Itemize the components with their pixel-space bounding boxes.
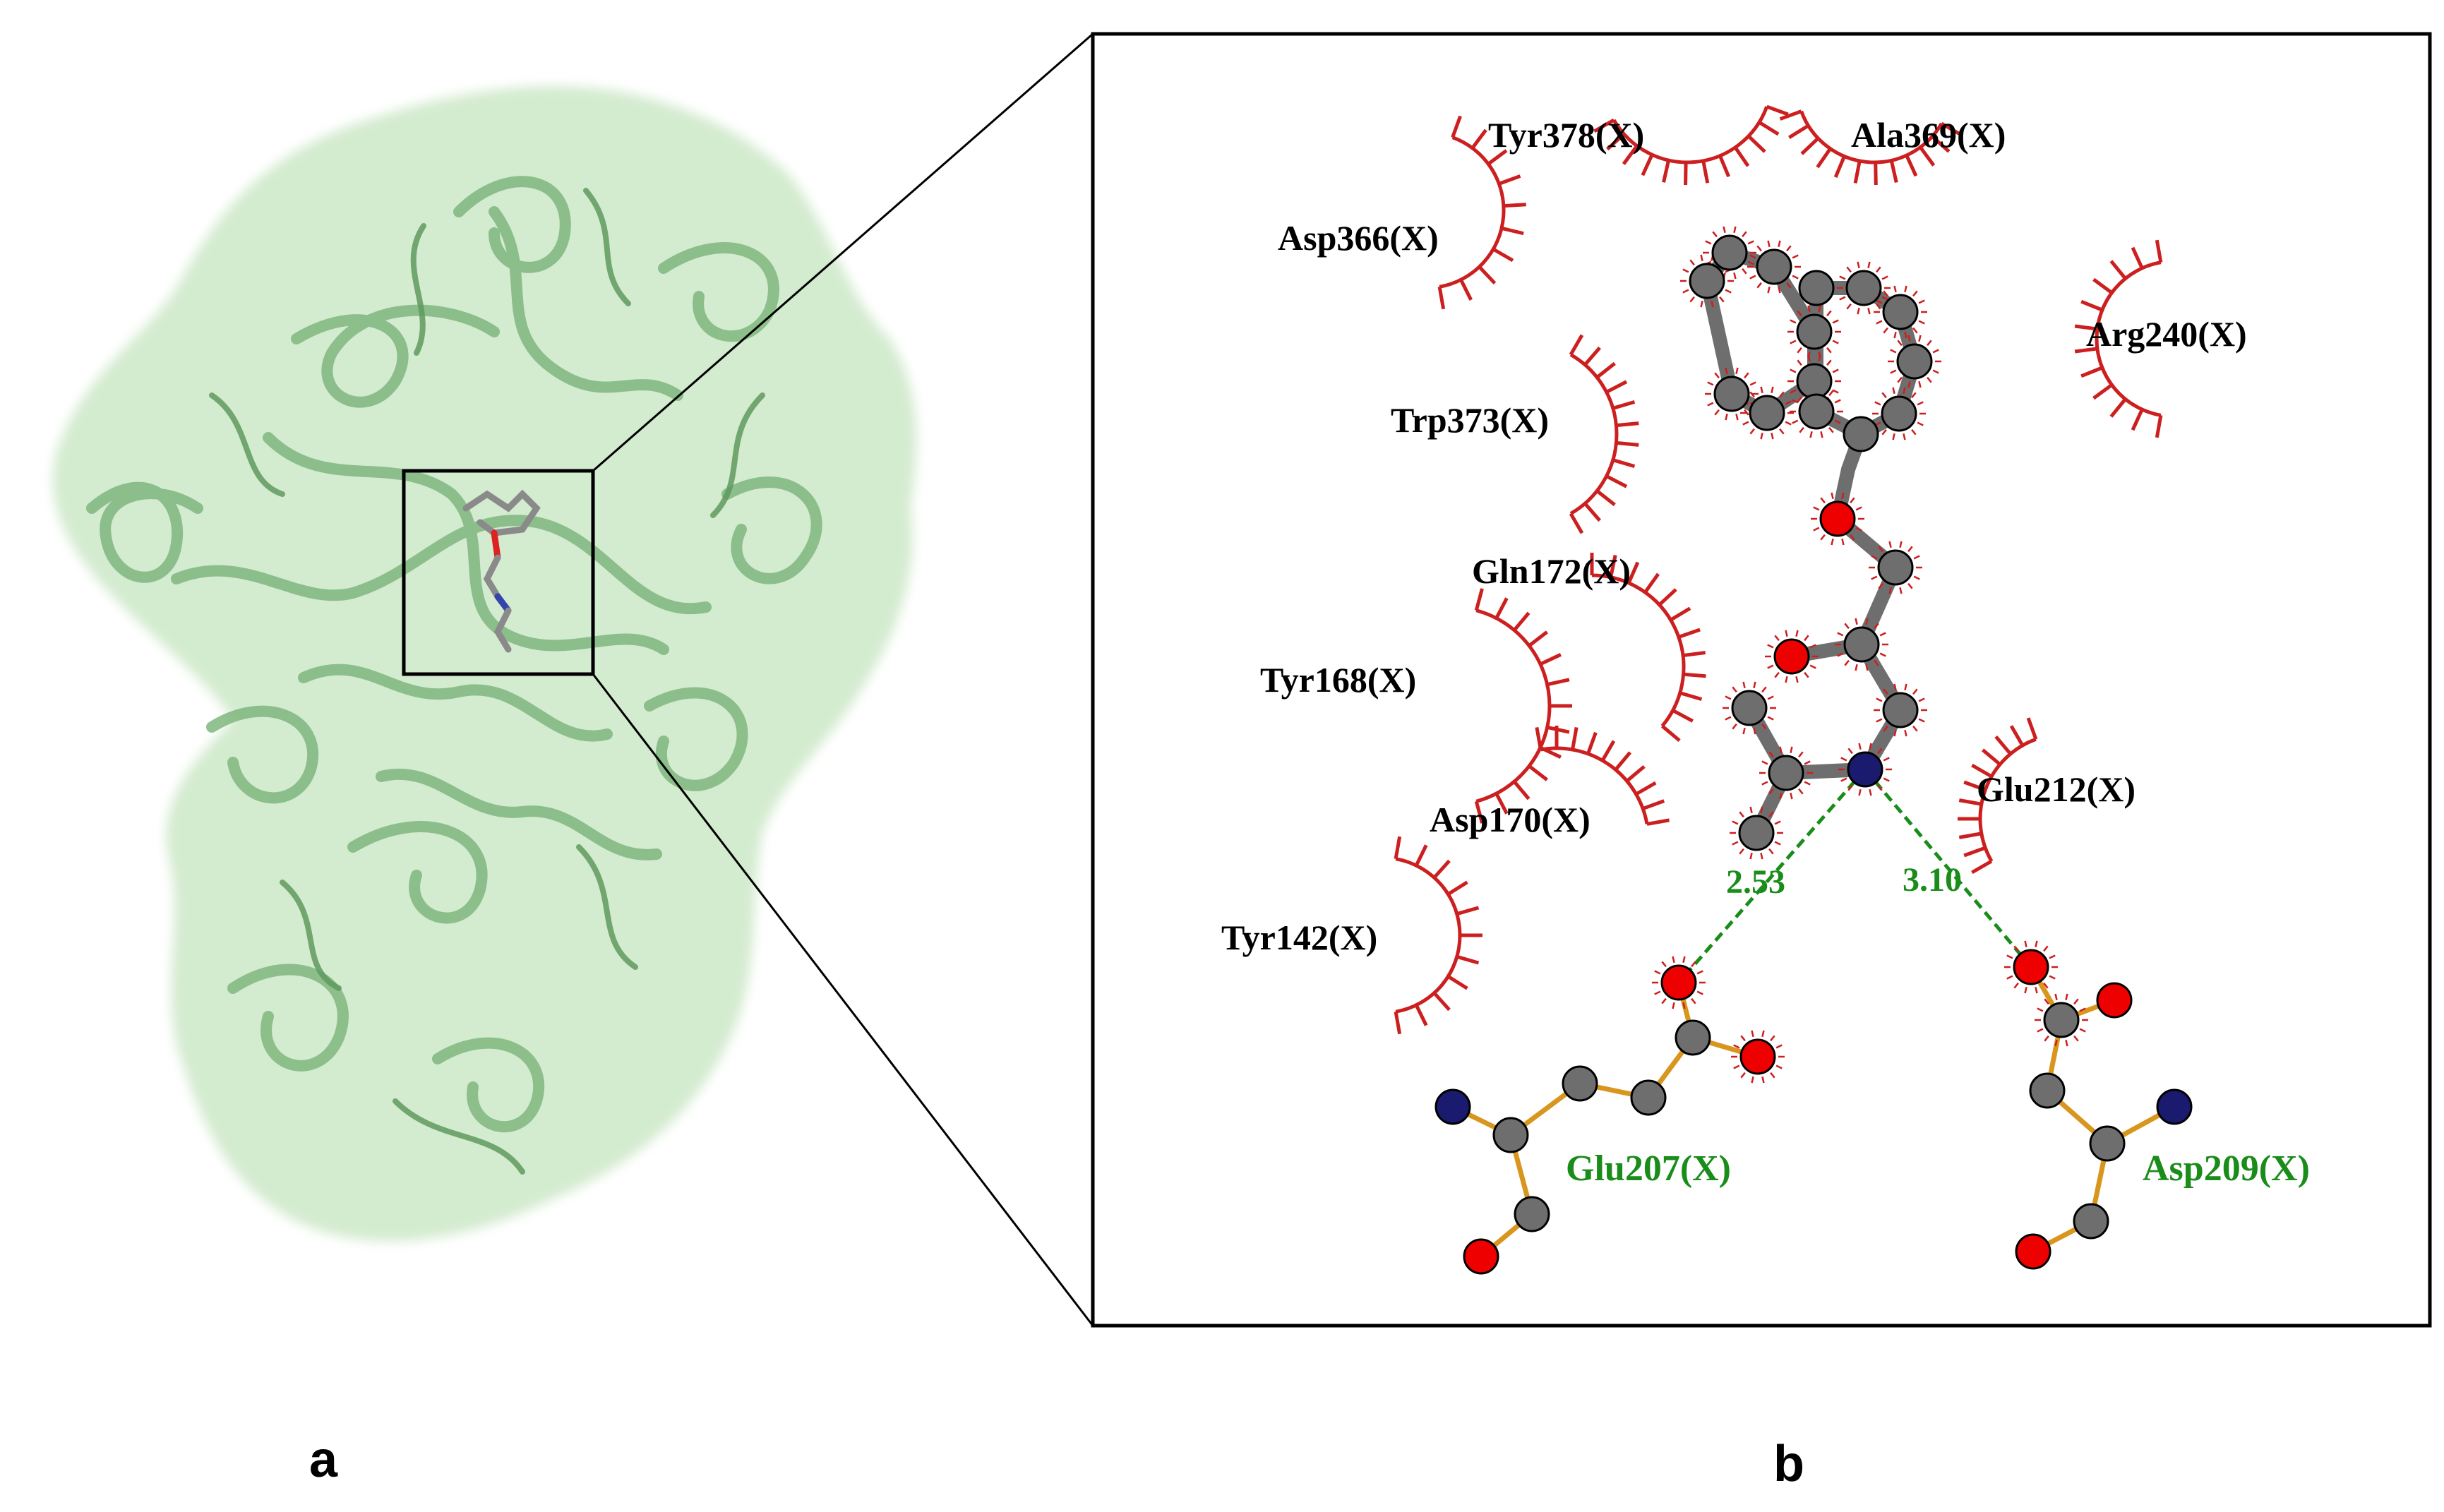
carbon-atom xyxy=(1882,692,1919,728)
residue-label-tyr378: Tyr378(X) xyxy=(1488,115,1644,155)
carbon-atom xyxy=(1798,393,1835,430)
protein-structure xyxy=(52,86,917,1242)
hbond-asp209 xyxy=(1864,768,2032,968)
atom-tick-ring xyxy=(1723,681,1776,735)
carbon-atom xyxy=(1713,376,1750,412)
residue-label-ala369: Ala369(X) xyxy=(1851,115,2006,155)
carbon-atom xyxy=(2073,1203,2109,1240)
atom-tick-ring xyxy=(1759,746,1813,800)
residue-label-asp366: Asp366(X) xyxy=(1278,218,1439,258)
carbon-atom xyxy=(1768,755,1804,791)
nitrogen-atom xyxy=(2156,1088,2193,1125)
carbon-atom xyxy=(1756,248,1792,285)
oxygen-atom xyxy=(1660,964,1697,1001)
hydrophobic-arc-tyr378 xyxy=(1593,104,1789,186)
carbon-atom xyxy=(1843,626,1880,663)
carbon-atom xyxy=(1749,395,1785,431)
carbon-atom xyxy=(1562,1065,1598,1102)
zoom-line-bottom xyxy=(592,673,1094,1326)
hydrophobic-arc-gln172 xyxy=(1590,553,1706,743)
atom-tick-ring xyxy=(1730,806,1783,860)
hydrophobic-arc-asp170 xyxy=(1535,726,1670,826)
oxygen-atom xyxy=(1819,500,1856,537)
residue-label-trp373: Trp373(X) xyxy=(1391,400,1549,440)
oxygen-atom xyxy=(1463,1238,1499,1275)
atom-tick-ring xyxy=(1731,1030,1785,1084)
atom-tick-ring xyxy=(2035,993,2088,1047)
carbon-atom xyxy=(1711,234,1748,271)
atom-tick-ring xyxy=(1652,956,1706,1009)
atom-tick-ring xyxy=(1888,335,1941,388)
carbon-atom xyxy=(1689,263,1725,299)
zoom-line-top xyxy=(592,32,1094,472)
carbon-atom xyxy=(1882,294,1919,330)
interaction-panel-frame xyxy=(1091,32,2432,1328)
carbon-atom xyxy=(1896,343,1933,380)
carbon-atom xyxy=(1492,1117,1529,1153)
atom-tick-ring xyxy=(1765,630,1819,683)
atom-tick-ring xyxy=(1874,683,1927,737)
hydrophobic-arc-glu212 xyxy=(1958,717,2038,875)
hbond-distance-glu207: 2.53 xyxy=(1726,863,1785,901)
hydrogen-bonds xyxy=(1677,768,2032,984)
oxygen-atom xyxy=(1773,638,1810,675)
panel-label-b: b xyxy=(1773,1436,1804,1492)
hydrophobic-arc-asp366 xyxy=(1437,115,1526,310)
carbon-atom xyxy=(1798,270,1835,306)
oxygen-atom xyxy=(2096,982,2133,1019)
zoom-box xyxy=(402,469,595,676)
carbon-atom xyxy=(1630,1079,1667,1116)
atom-tick-ring xyxy=(1874,285,1927,339)
atom-tick-ring xyxy=(1705,367,1759,421)
hydrophobic-arc-ala369 xyxy=(1779,109,1963,186)
residue-label-tyr168: Tyr168(X) xyxy=(1260,660,1416,700)
carbon-atom xyxy=(1845,270,1882,306)
carbon-atom xyxy=(2043,1002,2080,1038)
residue-label-glu212: Glu212(X) xyxy=(1977,769,2135,809)
atom-tick-ring xyxy=(1747,240,1801,294)
atoms xyxy=(1434,234,2193,1275)
panel-label-a: a xyxy=(309,1432,338,1488)
atom-tick-ring xyxy=(1811,492,1864,546)
residue-label-asp170: Asp170(X) xyxy=(1430,800,1591,839)
nitrogen-atom xyxy=(1434,1088,1471,1125)
atom-tick-ring xyxy=(1869,541,1922,594)
hbond-glu207 xyxy=(1677,768,1867,984)
residue-label-asp209: Asp209(X) xyxy=(2143,1148,2310,1189)
atom-tick-ring xyxy=(2004,940,2058,994)
carbon-atom xyxy=(1881,395,1917,432)
ligand-stick-model xyxy=(462,489,541,653)
hydrophobic-arc-tyr142 xyxy=(1394,836,1482,1035)
hydrophobic-arc-arg240 xyxy=(2074,239,2163,438)
hydrophobic-arcs xyxy=(1394,104,2163,1035)
residue-label-arg240: Arg240(X) xyxy=(2086,314,2247,354)
atom-tick-ring xyxy=(1835,618,1888,671)
oxygen-atom xyxy=(2015,1233,2051,1270)
carbon-atom xyxy=(1738,815,1775,851)
oxygen-atom xyxy=(1739,1038,1776,1075)
residue-label-tyr142: Tyr142(X) xyxy=(1221,918,1377,957)
carbon-atom xyxy=(1796,363,1833,400)
hydrophobic-arc-tyr168 xyxy=(1474,588,1572,824)
hydrophobic-residue-labels: Tyr378(X) Ala369(X) Asp366(X) Arg240(X) … xyxy=(1221,115,2247,957)
carbon-atom xyxy=(1796,313,1833,350)
atom-tick-ring xyxy=(1837,261,1891,315)
carbon-atom xyxy=(1843,416,1879,452)
atom-tick-ring xyxy=(1838,743,1892,796)
residue-label-glu207: Glu207(X) xyxy=(1566,1148,1731,1189)
residue-label-gln172: Gln172(X) xyxy=(1472,551,1631,591)
nitrogen-atom xyxy=(1847,751,1883,788)
carbon-atom xyxy=(1675,1019,1711,1056)
carbon-atom xyxy=(2089,1125,2126,1162)
carbon-atom xyxy=(1514,1196,1550,1232)
protein-surface xyxy=(52,86,917,1242)
carbon-atom xyxy=(1877,549,1914,586)
hydrophobic-arc-trp373 xyxy=(1569,334,1639,534)
carbon-atom xyxy=(2029,1072,2066,1109)
hbond-distance-asp209: 3.10 xyxy=(1903,861,1962,899)
carbon-atom xyxy=(1731,690,1768,726)
oxygen-atom xyxy=(2013,949,2049,985)
